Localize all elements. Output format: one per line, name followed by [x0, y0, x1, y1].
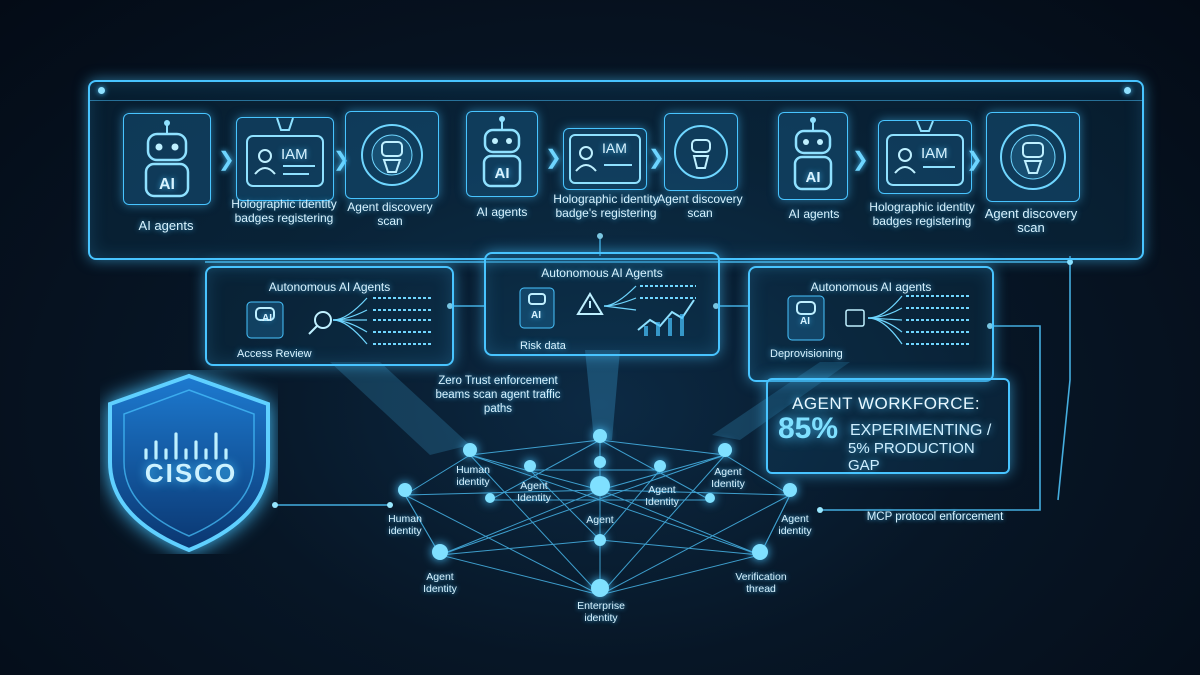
- caption-discovery-scan: Agent discovery scan: [347, 200, 433, 228]
- chevron-right-icon: ❯: [218, 149, 235, 171]
- node-agent-identity-1: Agent Identity: [517, 480, 551, 504]
- cisco-shield-icon: [108, 373, 270, 553]
- robot-icon: [144, 120, 190, 198]
- caption-ai-agents: AI agents: [788, 207, 840, 221]
- caption-identity-badges: Holographic identity badge's registering: [553, 192, 659, 220]
- stat-line-2: 5% PRODUCTION GAP: [848, 440, 975, 474]
- ai-agent-tile: AI: [123, 113, 211, 205]
- cisco-logo-text: CISCO: [144, 458, 238, 488]
- discovery-scan-tile: [664, 113, 738, 191]
- ai-label: AI: [494, 165, 510, 182]
- chevron-right-icon: ❯: [966, 149, 983, 171]
- id-badge-icon: [246, 118, 324, 187]
- radar-scan-icon: [1000, 124, 1066, 190]
- node-agent-identity-2: Agent Identity: [645, 484, 679, 508]
- id-badge-icon: [569, 134, 641, 184]
- caption-discovery-scan: Agent discovery scan: [657, 192, 743, 220]
- node-agent: Agent: [586, 514, 614, 526]
- iam-label: IAM: [602, 140, 627, 156]
- caption-identity-badges: Holographic identity badges registering: [231, 197, 337, 225]
- risk-chart-icon: [519, 285, 696, 336]
- node-human-identity-top: Human identity: [456, 464, 490, 488]
- chevron-right-icon: ❯: [648, 147, 665, 169]
- panel-title-bar: [90, 82, 1142, 101]
- panel-title: Autonomous AI Agents: [268, 280, 391, 294]
- node-human-identity-left: Human identity: [388, 513, 422, 537]
- window-dot: [98, 87, 105, 94]
- ai-agent-tile: AI: [466, 111, 538, 197]
- ai-label: AI: [262, 313, 272, 324]
- risk-data-panel: Autonomous AI Agents AI Risk data: [484, 252, 720, 356]
- node-verification-thread: Verification thread: [735, 571, 787, 595]
- radar-scan-icon: [674, 125, 728, 179]
- magnifier-flow-icon: [246, 297, 433, 345]
- node-agent-identity-right: Agent identity: [778, 513, 812, 537]
- node-enterprise-identity: Enterprise identity: [577, 600, 625, 624]
- robot-icon: [482, 116, 522, 188]
- caption-discovery-scan: Agent discovery scan: [984, 206, 1078, 235]
- iam-badge-tile: IAM: [563, 128, 647, 190]
- panel-caption: Deprovisioning: [770, 348, 843, 360]
- id-badge-icon: [886, 121, 964, 186]
- stat-line-1: EXPERIMENTING /: [850, 422, 992, 439]
- chevron-right-icon: ❯: [545, 147, 562, 169]
- stat-title: AGENT WORKFORCE:: [792, 394, 981, 413]
- zero-trust-note: Zero Trust enforcement beams scan agent …: [435, 375, 561, 415]
- agent-registration-panel: [88, 80, 1144, 260]
- caption-ai-agents: AI agents: [138, 218, 194, 233]
- discovery-scan-tile: [986, 112, 1080, 202]
- node-agent-identity-right-top: Agent Identity: [711, 466, 745, 490]
- panel-title: Autonomous AI Agents: [541, 266, 663, 280]
- iam-label: IAM: [921, 145, 948, 162]
- chevron-right-icon: ❯: [852, 149, 869, 171]
- panel-title: Autonomous AI agents: [810, 280, 932, 294]
- ai-label: AI: [159, 176, 175, 193]
- ai-label: AI: [805, 169, 821, 186]
- robot-icon: [793, 117, 833, 191]
- iam-badge-tile: IAM: [878, 120, 972, 194]
- radar-scan-icon: [361, 124, 423, 186]
- agent-workforce-stat: AGENT WORKFORCE: 85% EXPERIMENTING / 5% …: [766, 378, 1010, 474]
- panel-caption: Risk data: [520, 340, 566, 352]
- ai-label: AI: [531, 310, 541, 321]
- iam-badge-tile: IAM: [236, 117, 334, 201]
- caption-ai-agents: AI agents: [476, 205, 528, 219]
- stat-percent: 85%: [778, 412, 839, 445]
- caption-identity-badges: Holographic identity badges registering: [869, 200, 975, 228]
- panel-caption: Access Review: [237, 348, 312, 360]
- window-dot: [1124, 87, 1131, 94]
- node-agent-identity-bottom-left: Agent Identity: [423, 571, 457, 595]
- mcp-protocol-note: MCP protocol enforcement: [866, 511, 1004, 523]
- access-review-panel: Autonomous AI Agents AI Access Review: [205, 266, 454, 366]
- discovery-scan-tile: [345, 111, 439, 199]
- deprovisioning-panel: Autonomous AI agents AI Deprovisioning: [748, 266, 994, 382]
- deprovision-flow-icon: [787, 295, 970, 345]
- ai-label: AI: [800, 316, 810, 327]
- iam-label: IAM: [281, 146, 308, 163]
- ai-agent-tile: AI: [778, 112, 848, 200]
